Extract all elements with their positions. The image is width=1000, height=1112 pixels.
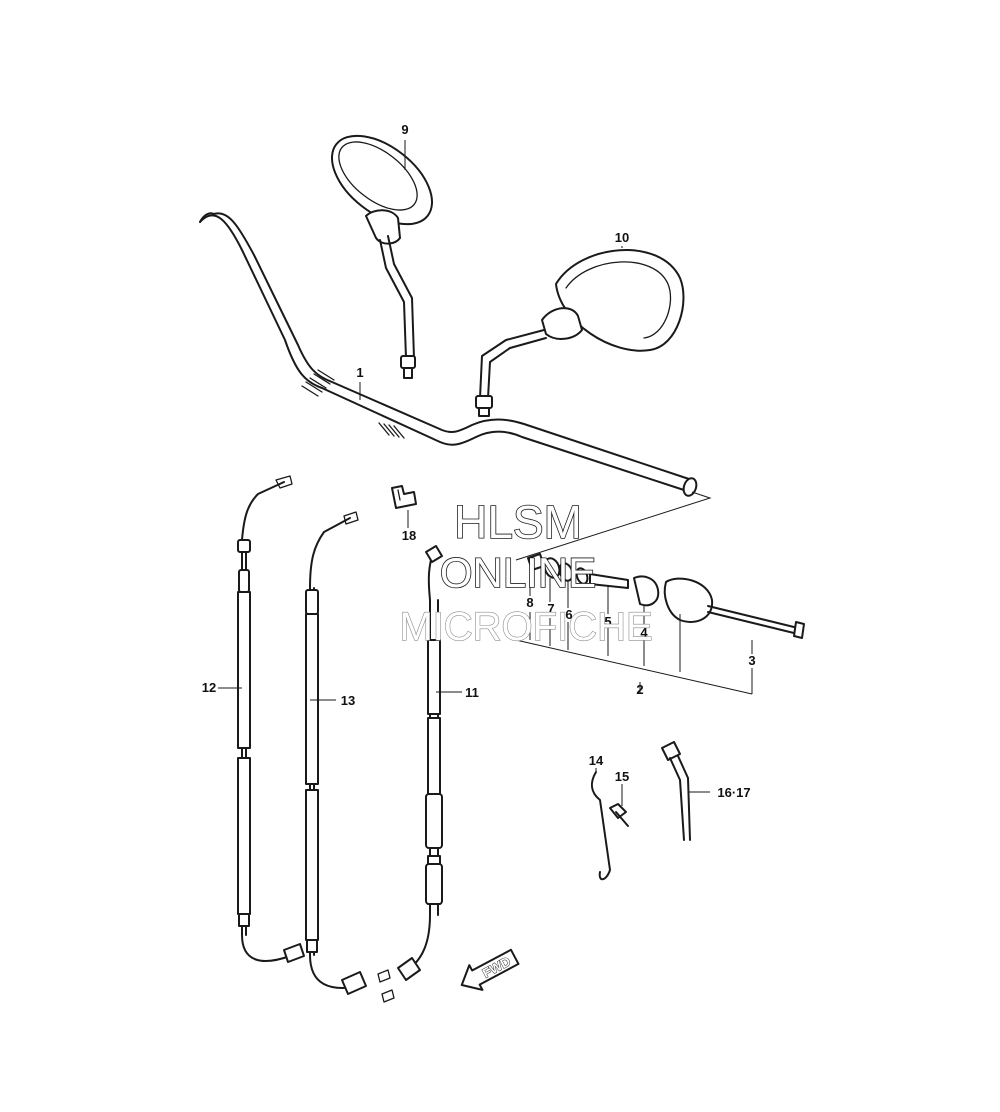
callout-3: 3 (748, 653, 755, 668)
watermark: HLSM ONLINE MICROFICHE (399, 495, 654, 649)
callout-18: 18 (402, 528, 416, 543)
callout-1: 1 (356, 365, 363, 380)
callout-8: 8 (526, 595, 533, 610)
callout-7: 7 (547, 601, 554, 616)
hook-14[interactable] (590, 771, 611, 881)
leader-lines (218, 140, 753, 806)
cable-13[interactable] (305, 511, 395, 1003)
knurled-band-left (301, 369, 335, 397)
fwd-arrow-icon (460, 948, 520, 991)
watermark-line-3: MICROFICHE (399, 605, 652, 649)
bolt-15[interactable] (609, 803, 629, 827)
cable-tie-16-17[interactable] (661, 741, 691, 841)
left-mirror[interactable] (316, 118, 448, 379)
cable-clip[interactable] (391, 485, 417, 509)
watermark-line-2: ONLINE (440, 549, 596, 596)
callout-5: 5 (604, 614, 611, 629)
right-mirror[interactable] (475, 249, 685, 417)
callout-13: 13 (341, 693, 355, 708)
callout-11: 11 (465, 685, 479, 700)
cable-12[interactable] (237, 475, 305, 963)
callout-15: 15 (615, 769, 629, 784)
callout-16-17: 16·17 (717, 785, 750, 800)
callout-14: 14 (589, 753, 604, 768)
callout-9: 9 (401, 122, 408, 137)
callout-2: 2 (636, 682, 643, 697)
knurled-band-center (378, 422, 405, 439)
callout-10: 10 (615, 230, 629, 245)
watermark-line-1: HLSM (454, 496, 582, 548)
callout-6: 6 (565, 607, 572, 622)
callout-12: 12 (202, 680, 216, 695)
callout-labels: 9 10 1 18 8 7 6 5 4 3 2 12 13 11 14 15 1… (202, 122, 756, 800)
bar-end-assembly[interactable] (515, 491, 805, 639)
callout-4: 4 (640, 625, 648, 640)
fwd-direction-badge: FWD (460, 948, 520, 991)
cable-11[interactable] (397, 545, 443, 981)
handlebar[interactable] (199, 212, 698, 497)
